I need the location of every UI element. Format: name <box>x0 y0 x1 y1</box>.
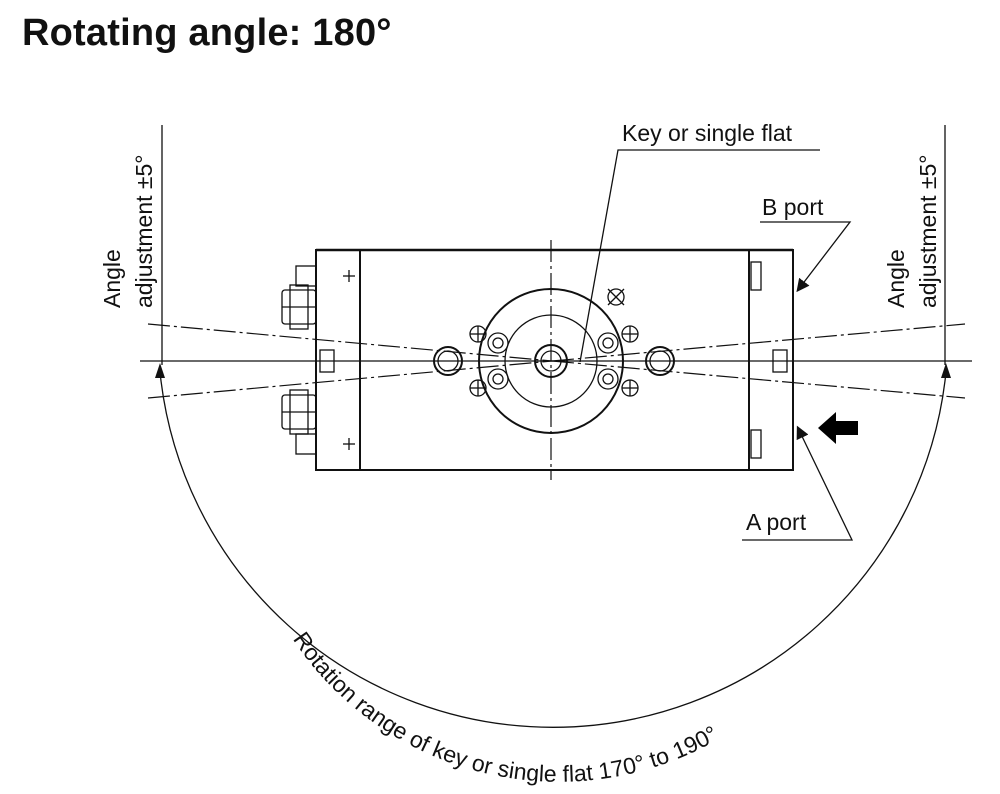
right-notch-top <box>750 261 762 291</box>
mount-hole-right <box>645 346 675 376</box>
angle-right-line2: adjustment ±5° <box>915 154 941 308</box>
arrow-left-icon <box>818 412 858 444</box>
left-upper-angle-line <box>147 323 553 362</box>
b-port-leader <box>760 221 852 293</box>
right-slot <box>772 349 788 373</box>
flange-inner-circle <box>504 314 598 408</box>
rotation-range-label: Rotation range of key or single flat 170… <box>288 627 722 787</box>
right-lower-angle-line <box>551 360 966 399</box>
left-lower-angle-line <box>147 360 553 399</box>
shaft-outer <box>534 344 568 378</box>
actuator-body <box>315 248 794 471</box>
right-notch-bottom <box>750 429 762 459</box>
mount-hole-left <box>433 346 463 376</box>
a-port-label: A port <box>746 509 807 535</box>
angle-left-line2: adjustment ±5° <box>131 154 157 308</box>
flange-bolts <box>469 288 639 397</box>
key-leader-line <box>579 149 820 363</box>
a-port-leader <box>742 425 854 541</box>
left-slot <box>319 349 335 373</box>
arc-arrow-right <box>941 363 951 378</box>
right-upper-angle-line <box>551 323 966 362</box>
angle-left-line1: Angle <box>99 249 125 308</box>
rotation-arc <box>159 371 947 728</box>
left-cross-marks <box>343 270 355 450</box>
b-port-label: B port <box>762 194 824 220</box>
page-title: Rotating angle: 180° <box>22 12 392 54</box>
angle-right-line1: Angle <box>883 249 909 308</box>
arc-arrow-left <box>155 363 165 378</box>
shaft-inner <box>540 350 562 372</box>
flange-outer-circle <box>478 288 624 434</box>
left-bolt-bottom <box>281 389 317 455</box>
left-bolt-top <box>281 265 317 330</box>
key-label: Key or single flat <box>622 120 793 146</box>
